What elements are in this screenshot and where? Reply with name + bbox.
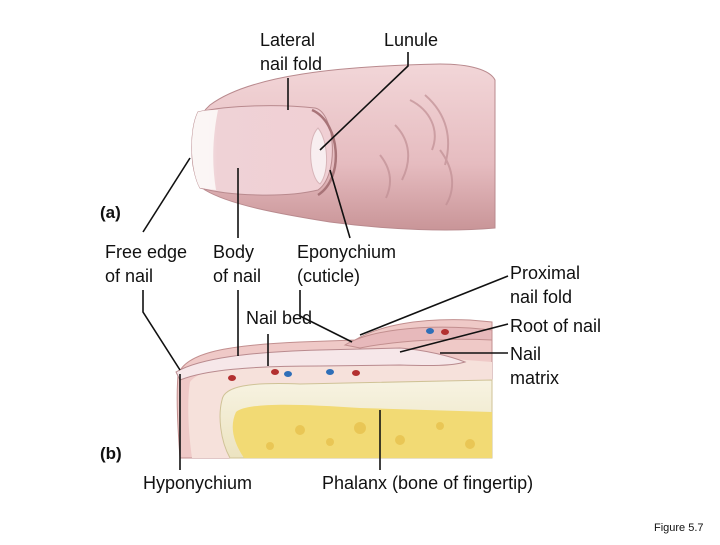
label-nail-matrix: Nail matrix [510, 344, 559, 388]
label-eponychium: Eponychium (cuticle) [297, 242, 397, 286]
lunule [310, 127, 327, 185]
label-phalanx: Phalanx (bone of fingertip) [322, 473, 534, 493]
label-nail-bed: Nail bed [246, 308, 313, 328]
finger-external-view [191, 63, 496, 231]
leader-eponychium-b [299, 290, 353, 343]
section-nail-plate [175, 347, 467, 381]
cuticle-fold [311, 108, 338, 197]
leader-proximal-fold [359, 275, 509, 336]
leader-free-edge-a [142, 157, 191, 233]
label-root-of-nail: Root of nail [510, 316, 602, 336]
label-lateral-nail-fold: Lateral nail fold [260, 30, 323, 74]
leader-free-edge-b [142, 290, 181, 371]
leader-eponychium-a [329, 169, 351, 239]
section-proximal-fold [343, 326, 493, 349]
leader-lines [142, 52, 509, 470]
label-hyponychium: Hyponychium [143, 473, 253, 493]
label-lunule: Lunule [384, 30, 439, 50]
label-body-of-nail: Body of nail [213, 242, 262, 286]
blood-vessels [228, 328, 449, 381]
label-free-edge: Free edge of nail [105, 242, 188, 286]
label-proximal-nail-fold: Proximal nail fold [510, 263, 581, 307]
part-label-a: (a) [100, 203, 121, 222]
nail-section-view [175, 319, 493, 459]
marrow-spots [266, 422, 475, 450]
free-edge [191, 110, 218, 190]
part-label-b: (b) [100, 444, 122, 463]
figure-caption: Figure 5.7 [654, 522, 704, 534]
skin-wrinkles [379, 94, 454, 206]
leader-lunule [319, 52, 409, 151]
leader-root [399, 323, 509, 353]
